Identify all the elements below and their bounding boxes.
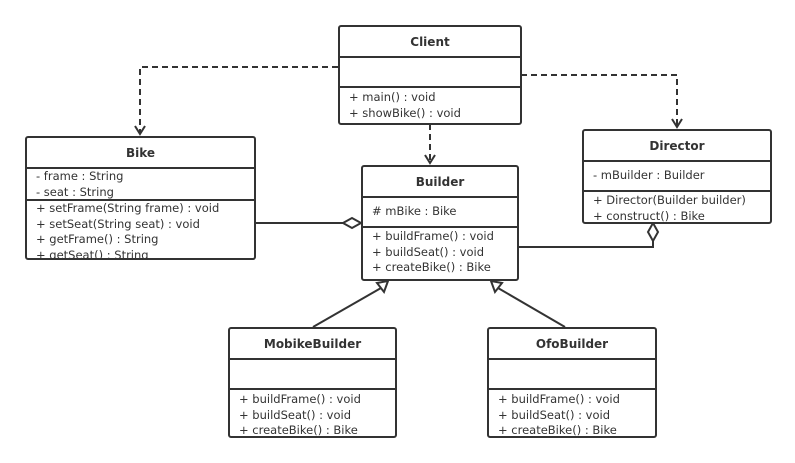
class-ofo-builder[interactable]: OfoBuilder + buildFrame() : void + build… — [487, 327, 657, 438]
method: + buildFrame() : void — [239, 392, 361, 406]
class-builder[interactable]: Builder # mBike : Bike + buildFrame() : … — [361, 165, 519, 281]
method: + showBike() : void — [349, 105, 461, 120]
method: + setFrame(String frame) : void — [36, 201, 220, 215]
dependency-client-bike — [134, 66, 338, 136]
class-mobike-builder[interactable]: MobikeBuilder + buildFrame() : void + bu… — [228, 327, 397, 438]
class-name: Bike — [27, 138, 254, 169]
method: + main() : void — [349, 90, 436, 104]
class-name: Client — [340, 27, 520, 58]
methods-section: + buildFrame() : void + buildSeat() : vo… — [363, 228, 517, 276]
attribute: # mBike : Bike — [372, 204, 457, 218]
method: + createBike() : Bike — [498, 423, 617, 437]
class-director[interactable]: Director - mBuilder : Builder + Director… — [582, 129, 772, 224]
aggregation-bike-builder — [255, 216, 364, 230]
class-name: OfoBuilder — [489, 329, 655, 360]
method: + buildSeat() : void — [239, 407, 351, 422]
attribute: - seat : String — [36, 184, 114, 199]
methods-section: + setFrame(String frame) : void + setSea… — [27, 201, 254, 260]
attributes-section — [230, 360, 395, 390]
method: + buildSeat() : void — [498, 407, 610, 422]
class-name: Builder — [363, 167, 517, 198]
method: + createBike() : Bike — [372, 260, 491, 274]
attribute: - mBuilder : Builder — [593, 168, 705, 182]
class-bike[interactable]: Bike - frame : String - seat : String + … — [25, 136, 256, 260]
aggregation-builder-director — [518, 220, 660, 248]
attributes-section: - frame : String - seat : String — [27, 169, 254, 201]
class-name: MobikeBuilder — [230, 329, 395, 360]
attributes-section — [489, 360, 655, 390]
attribute: - frame : String — [36, 169, 124, 183]
methods-section: + Director(Builder builder) + construct(… — [584, 192, 770, 223]
attributes-section: - mBuilder : Builder — [584, 162, 770, 192]
class-client[interactable]: Client + main() : void + showBike() : vo… — [338, 25, 522, 125]
method: + createBike() : Bike — [239, 423, 358, 437]
dependency-client-director — [521, 74, 683, 129]
method: + getFrame() : String — [36, 232, 159, 246]
class-name: Director — [584, 131, 770, 162]
attributes-section — [340, 58, 520, 88]
method: + Director(Builder builder) — [593, 193, 746, 207]
attributes-section: # mBike : Bike — [363, 198, 517, 228]
method: + setSeat(String seat) : void — [36, 216, 200, 231]
methods-section: + buildFrame() : void + buildSeat() : vo… — [230, 390, 395, 437]
method: + construct() : Bike — [593, 208, 705, 223]
methods-section: + main() : void + showBike() : void — [340, 88, 520, 121]
methods-section: + buildFrame() : void + buildSeat() : vo… — [489, 390, 655, 437]
method: + buildSeat() : void — [372, 244, 484, 259]
dependency-client-builder — [424, 124, 436, 165]
generalization-mobike-builder — [312, 279, 390, 328]
generalization-ofo-builder — [489, 279, 566, 328]
method: + buildFrame() : void — [372, 229, 494, 243]
method: + buildFrame() : void — [498, 392, 620, 406]
method: + getSeat() : String — [36, 247, 149, 260]
